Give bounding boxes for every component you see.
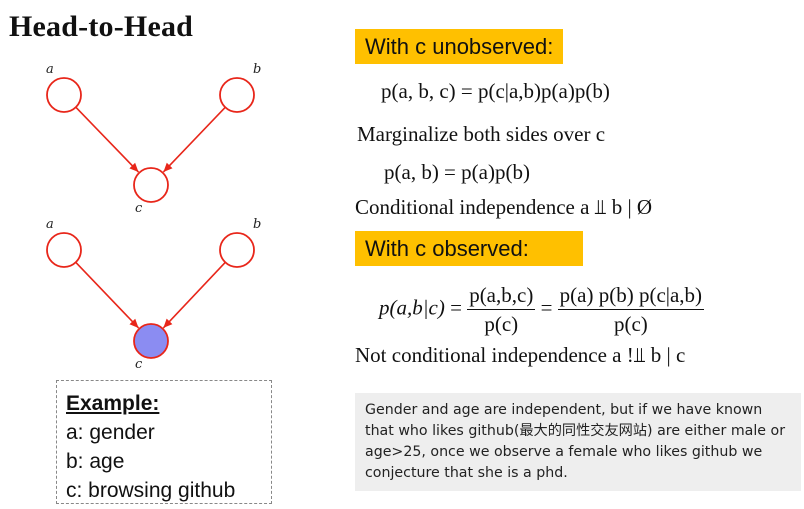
node-label-c: c bbox=[135, 357, 143, 372]
explanation-note: Gender and age are independent, but if w… bbox=[355, 393, 801, 491]
marginal-equation: p(a, b) = p(a)p(b) bbox=[384, 160, 530, 184]
graph-observed: a b c bbox=[46, 217, 261, 372]
observed-equation: p(a,b|c) = p(a,b,c)p(c) = p(a) p(b) p(c|… bbox=[379, 281, 705, 338]
joint-equation: p(a, b, c) = p(c|a,b)p(a)p(b) bbox=[381, 79, 610, 103]
node-label-a: a bbox=[46, 217, 54, 232]
node-a bbox=[46, 232, 82, 268]
fraction-2-denominator: p(c) bbox=[613, 312, 648, 336]
independence-conclusion: Conditional independence a ⫫ b | Ø bbox=[355, 195, 653, 219]
node-label-b: b bbox=[253, 217, 261, 232]
fraction-1-denominator: p(c) bbox=[484, 312, 519, 336]
not-independence-conclusion: Not conditional independence a !⫫ b | c bbox=[355, 343, 686, 367]
example-line-b: b: age bbox=[66, 450, 125, 473]
unobserved-heading: With c unobserved: bbox=[355, 29, 564, 64]
node-label-b: b bbox=[253, 62, 261, 77]
node-b bbox=[219, 232, 255, 268]
node-a bbox=[46, 77, 82, 113]
edge-b-to-c bbox=[162, 261, 226, 329]
node-c-observed bbox=[133, 323, 169, 359]
marginalize-text: Marginalize both sides over c bbox=[357, 122, 606, 146]
node-label-c: c bbox=[135, 201, 143, 216]
edge-a-to-c bbox=[75, 261, 140, 329]
fraction-1: p(a,b,c)p(c) bbox=[467, 281, 536, 338]
node-b bbox=[219, 77, 255, 113]
example-line-a: a: gender bbox=[66, 421, 155, 444]
fraction-2-numerator: p(a) p(b) p(c|a,b) bbox=[557, 281, 705, 310]
fraction-1-numerator: p(a,b,c) bbox=[467, 281, 536, 310]
edge-b-to-c bbox=[162, 106, 226, 173]
example-heading: Example: bbox=[66, 392, 160, 415]
edge-a-to-c bbox=[75, 106, 140, 173]
example-box: Example: a: gender b: age c: browsing gi… bbox=[56, 380, 272, 504]
node-c bbox=[133, 167, 169, 203]
observed-heading: With c observed: bbox=[355, 231, 583, 266]
node-label-a: a bbox=[46, 62, 54, 77]
example-line-c: c: browsing github bbox=[66, 479, 236, 502]
graph-unobserved: a b c bbox=[46, 62, 261, 216]
fraction-2: p(a) p(b) p(c|a,b)p(c) bbox=[557, 281, 705, 338]
page-title: Head-to-Head bbox=[9, 10, 194, 43]
lhs: p(a,b|c) bbox=[379, 295, 445, 320]
